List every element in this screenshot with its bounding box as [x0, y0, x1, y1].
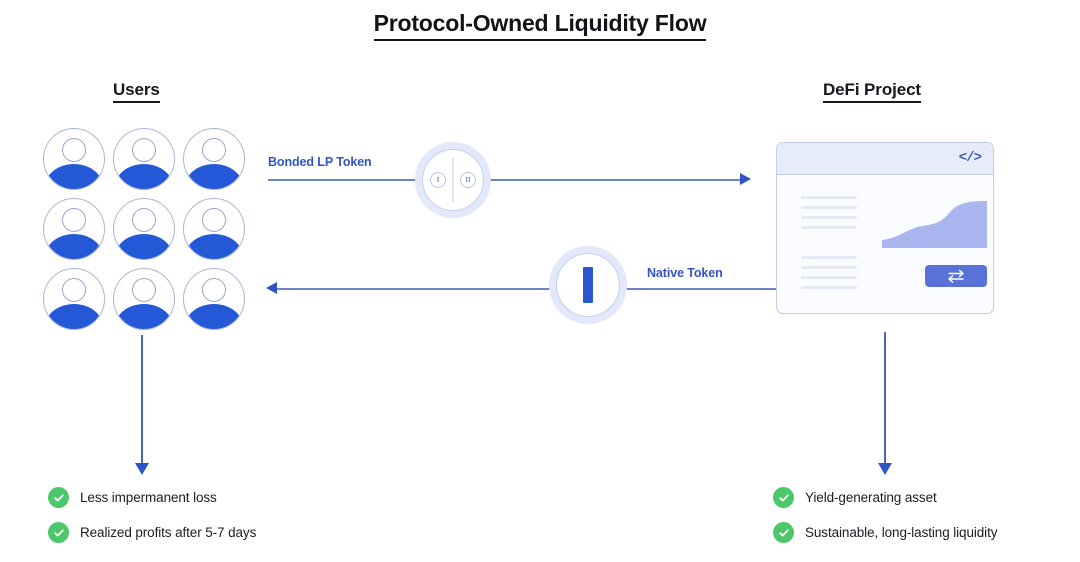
- avatar-head-shape: [202, 138, 226, 162]
- project-benefits-arrowhead: [878, 463, 892, 475]
- avatar-body-shape: [45, 304, 103, 329]
- bonded-flow-line-right: [489, 179, 741, 181]
- list-item: Less impermanent loss: [48, 487, 256, 508]
- user-avatar-icon: [43, 128, 105, 190]
- lp-token-icon: I II: [415, 142, 491, 218]
- defi-column-heading-text: DeFi Project: [823, 80, 921, 103]
- user-avatar-icon: [183, 128, 245, 190]
- defi-column-heading: DeFi Project: [823, 80, 921, 103]
- placeholder-line: [801, 286, 857, 289]
- native-token-bar-shape: [583, 267, 593, 303]
- native-flow-arrowhead: [266, 282, 277, 294]
- user-avatar-icon: [113, 268, 175, 330]
- page-title-text: Protocol-Owned Liquidity Flow: [373, 10, 707, 41]
- native-flow-line-right: [625, 288, 776, 290]
- defi-card-text-block-1: [801, 196, 857, 236]
- check-circle-icon: [773, 522, 794, 543]
- bonded-flow-arrowhead: [740, 173, 751, 185]
- avatar-body-shape: [115, 164, 173, 189]
- avatar-body-shape: [115, 234, 173, 259]
- users-column-heading: Users: [113, 80, 160, 103]
- avatar-body-shape: [185, 164, 243, 189]
- native-token-icon: [549, 246, 627, 324]
- avatar-head-shape: [62, 208, 86, 232]
- defi-project-card[interactable]: </>: [776, 142, 994, 314]
- bonded-flow-line-left: [268, 179, 418, 181]
- page-title: Protocol-Owned Liquidity Flow: [0, 10, 1080, 41]
- defi-card-text-block-2: [801, 256, 857, 296]
- list-item: Yield-generating asset: [773, 487, 997, 508]
- bonded-lp-token-label: Bonded LP Token: [268, 155, 372, 169]
- benefit-label: Less impermanent loss: [80, 490, 217, 505]
- placeholder-line: [801, 256, 857, 259]
- placeholder-line: [801, 226, 857, 229]
- placeholder-line: [801, 266, 857, 269]
- check-circle-icon: [773, 487, 794, 508]
- placeholder-line: [801, 196, 857, 199]
- users-benefits-list: Less impermanent loss Realized profits a…: [48, 487, 256, 557]
- lp-token-coin-two: II: [460, 172, 476, 188]
- placeholder-line: [801, 216, 857, 219]
- placeholder-line: [801, 276, 857, 279]
- avatar-head-shape: [202, 208, 226, 232]
- avatar-head-shape: [202, 278, 226, 302]
- user-avatar-icon: [43, 198, 105, 260]
- avatar-head-shape: [62, 138, 86, 162]
- placeholder-line: [801, 206, 857, 209]
- user-avatar-icon: [183, 268, 245, 330]
- avatar-head-shape: [132, 208, 156, 232]
- user-avatar-icon: [183, 198, 245, 260]
- swap-arrows-icon: [948, 269, 964, 283]
- list-item: Sustainable, long-lasting liquidity: [773, 522, 997, 543]
- benefit-label: Sustainable, long-lasting liquidity: [805, 525, 998, 540]
- avatar-head-shape: [132, 138, 156, 162]
- users-avatar-grid: [43, 128, 253, 338]
- defi-card-titlebar: [777, 143, 993, 175]
- check-circle-icon: [48, 522, 69, 543]
- avatar-body-shape: [45, 234, 103, 259]
- users-benefits-arrow-line: [141, 335, 143, 465]
- code-icon: </>: [958, 150, 982, 166]
- project-benefits-list: Yield-generating asset Sustainable, long…: [773, 487, 997, 557]
- lp-token-coin-one: I: [430, 172, 446, 188]
- users-column-heading-text: Users: [113, 80, 160, 103]
- benefit-label: Yield-generating asset: [805, 490, 937, 505]
- avatar-head-shape: [132, 278, 156, 302]
- user-avatar-icon: [43, 268, 105, 330]
- benefit-label: Realized profits after 5-7 days: [80, 525, 257, 540]
- avatar-body-shape: [185, 304, 243, 329]
- avatar-body-shape: [45, 164, 103, 189]
- native-token-label: Native Token: [647, 266, 723, 280]
- swap-button[interactable]: [925, 265, 987, 287]
- list-item: Realized profits after 5-7 days: [48, 522, 256, 543]
- lp-token-divider: [452, 158, 454, 202]
- defi-card-area-chart: [882, 196, 987, 248]
- check-circle-icon: [48, 487, 69, 508]
- user-avatar-icon: [113, 198, 175, 260]
- avatar-body-shape: [115, 304, 173, 329]
- users-benefits-arrowhead: [135, 463, 149, 475]
- project-benefits-arrow-line: [884, 332, 886, 465]
- user-avatar-icon: [113, 128, 175, 190]
- avatar-body-shape: [185, 234, 243, 259]
- native-flow-line-left: [277, 288, 551, 290]
- avatar-head-shape: [62, 278, 86, 302]
